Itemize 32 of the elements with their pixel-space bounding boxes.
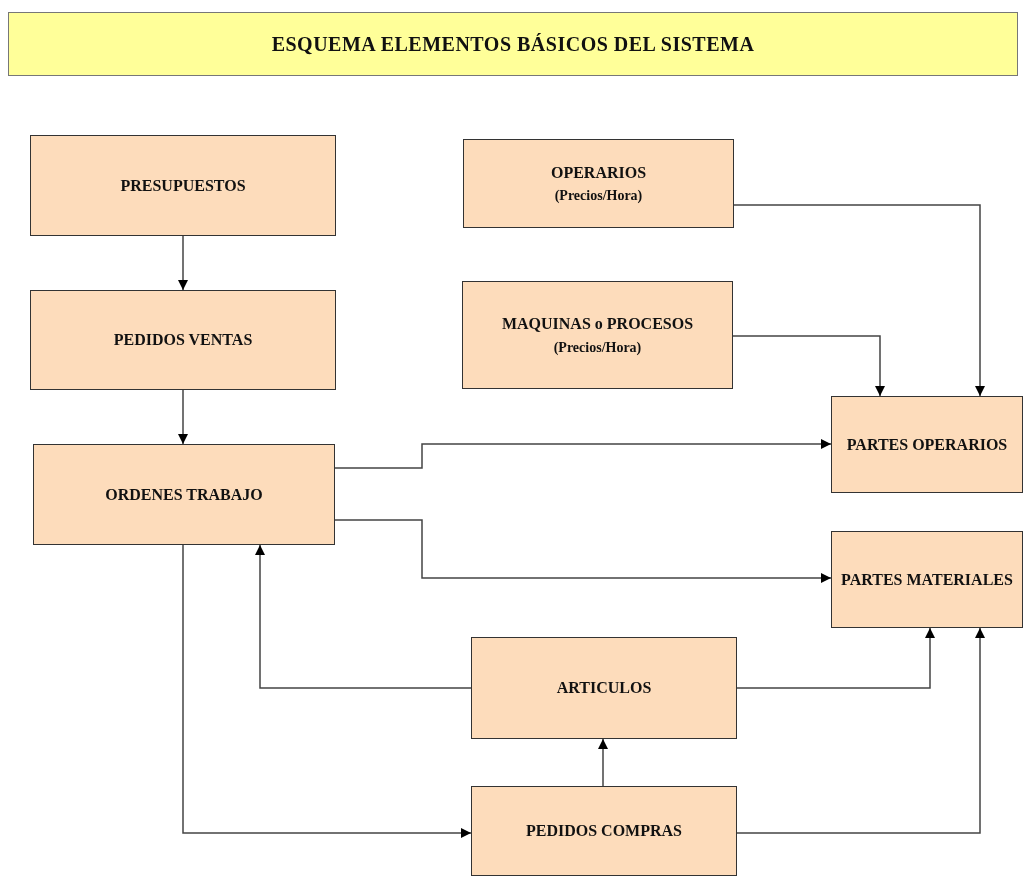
box-title: PARTES MATERIALES bbox=[841, 569, 1013, 590]
arrow bbox=[182, 544, 472, 838]
title-banner: ESQUEMA ELEMENTOS BÁSICOS DEL SISTEMA bbox=[8, 12, 1018, 76]
arrow bbox=[334, 519, 832, 583]
box-title: PARTES OPERARIOS bbox=[846, 434, 1008, 455]
box-title: PRESUPUESTOS bbox=[120, 175, 246, 196]
arrow bbox=[598, 738, 608, 787]
process-box bbox=[33, 444, 335, 545]
arrow bbox=[736, 627, 935, 689]
arrow bbox=[255, 544, 472, 689]
box-title: MAQUINAS o PROCESOS bbox=[501, 314, 694, 334]
process-box bbox=[462, 281, 733, 389]
box-subtitle: (Precios/Hora) bbox=[554, 187, 643, 206]
process-box bbox=[471, 637, 737, 739]
arrow bbox=[736, 627, 985, 834]
process-box bbox=[831, 531, 1023, 628]
process-box bbox=[30, 290, 336, 390]
arrow bbox=[178, 389, 188, 445]
process-box bbox=[463, 139, 734, 228]
box-title: PEDIDOS COMPRAS bbox=[526, 821, 682, 842]
box-title: OPERARIOS bbox=[550, 162, 647, 183]
arrow bbox=[732, 335, 885, 397]
process-box bbox=[471, 786, 737, 876]
process-box bbox=[30, 135, 336, 236]
process-box bbox=[831, 396, 1023, 493]
arrow bbox=[733, 204, 985, 397]
box-title: ORDENES TRABAJO bbox=[105, 484, 263, 505]
box-title: ARTICULOS bbox=[556, 678, 652, 699]
box-title: PEDIDOS VENTAS bbox=[113, 330, 253, 351]
box-subtitle: (Precios/Hora) bbox=[553, 338, 642, 357]
arrow bbox=[334, 439, 832, 469]
arrow bbox=[178, 235, 188, 291]
